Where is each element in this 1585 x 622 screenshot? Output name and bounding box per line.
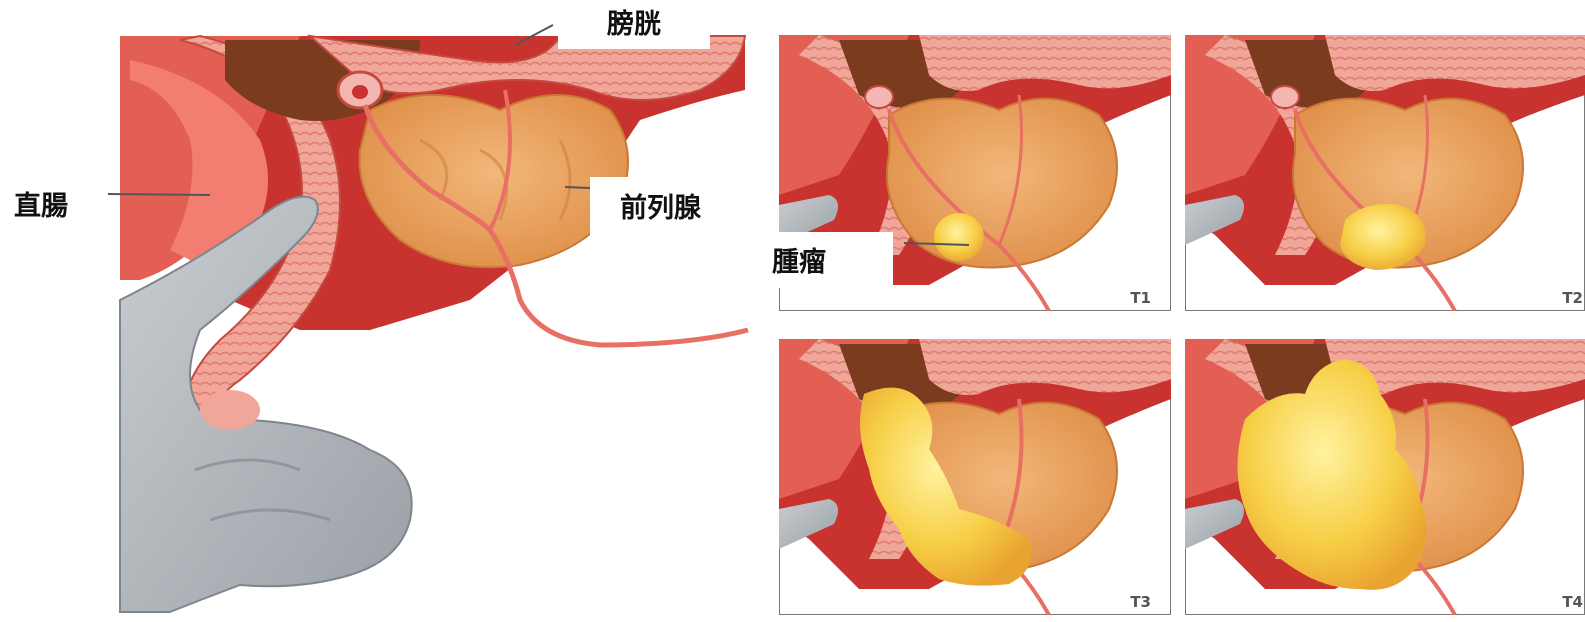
rectum-label: 直腸 <box>14 193 68 220</box>
bladder-label: 膀胱 <box>558 5 710 49</box>
prostate-leader-line <box>565 187 590 188</box>
anal-tissue <box>200 390 260 430</box>
stage-tag-t4: T4 <box>1562 593 1583 611</box>
stage-tag-t3: T3 <box>1130 593 1151 611</box>
rectum-leader-line <box>108 194 210 195</box>
stage-panel-t3: T3 <box>779 339 1171 615</box>
stage-panel-t4: T4 <box>1185 339 1585 615</box>
stage-panel-t2: T2 <box>1185 35 1585 311</box>
stage-tag-t2: T2 <box>1562 289 1583 307</box>
tumor-label: 腫瘤 <box>770 232 893 288</box>
stage-tag-t1: T1 <box>1130 289 1151 307</box>
tumor-t1 <box>934 213 984 261</box>
prostate-label: 前列腺 <box>590 177 740 239</box>
